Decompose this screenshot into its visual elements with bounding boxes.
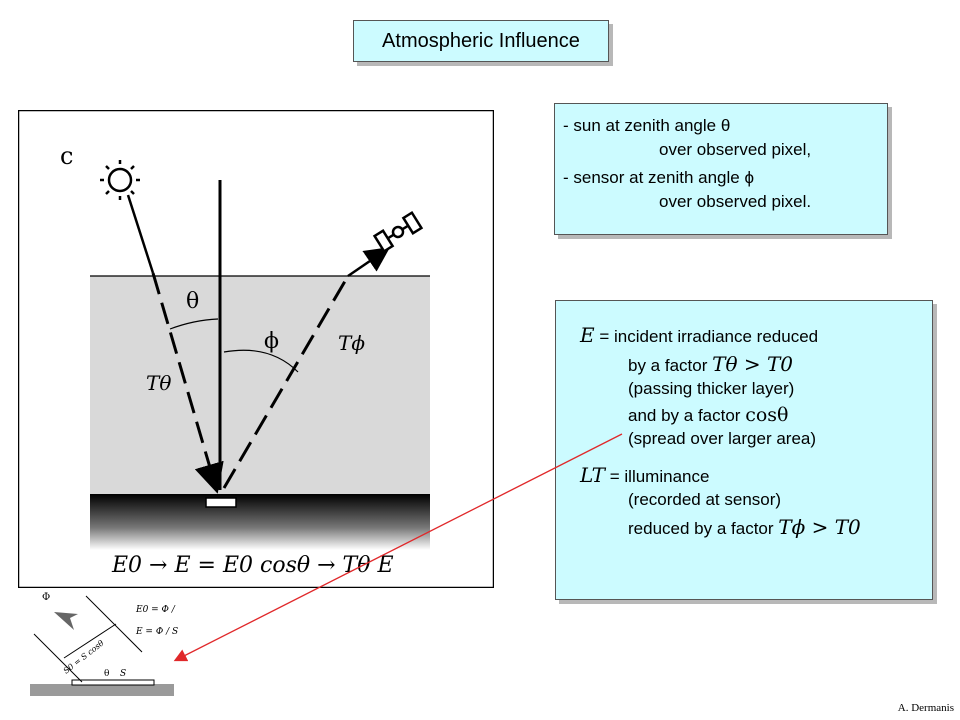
- inset-beam-left: [33, 633, 83, 683]
- e-symbol: E: [580, 323, 595, 347]
- irradiance-box: E = incident irradiance reduced by a fac…: [555, 300, 933, 600]
- sun-icon: [100, 160, 140, 200]
- cos-theta: cosθ: [745, 404, 789, 426]
- inset-beam-right: [85, 595, 143, 653]
- inset-flux-label: Φ: [42, 592, 50, 603]
- theta-label: θ: [186, 289, 199, 314]
- inset-diagram: Φ S0 = S cosθ E0 = Φ / S0 E = Φ / S θ S: [30, 592, 178, 696]
- atmosphere-diagram: c θ ϕ Tθ Tϕ E0 → E = E0 cosθ → Tθ E: [18, 110, 494, 588]
- phi-label: ϕ: [264, 329, 279, 354]
- sun-ray-dashed: [151, 272, 224, 494]
- sensor-angle-line: - sensor at zenith angle ϕ: [563, 168, 754, 187]
- author-credit: A. Dermanis: [897, 702, 954, 714]
- recorded-sensor-text: (recorded at sensor): [628, 490, 782, 509]
- e-definition: = incident irradiance reduced: [599, 327, 819, 346]
- panel-letter: c: [60, 142, 73, 170]
- inset-e0-label: E0 = Φ / S0: [135, 605, 178, 615]
- zenith-angle-box: - sun at zenith angle θ over observed pi…: [554, 103, 888, 235]
- inset-surface-s: [71, 679, 155, 686]
- lt-definition: = illuminance: [609, 467, 710, 486]
- phi-arc: [223, 349, 299, 373]
- t-phi-inequality: Tϕ > T0: [778, 515, 861, 539]
- sun-ray-upper: [126, 194, 155, 274]
- inset-e-label: E = Φ / S: [135, 627, 178, 637]
- inset-flux-arrow-icon: [54, 612, 78, 630]
- ground-surface: [90, 494, 430, 550]
- inset-s0-line: [63, 623, 117, 659]
- sun-pixel-line: over observed pixel,: [659, 140, 812, 159]
- t-phi-label: Tϕ: [338, 331, 365, 355]
- atmosphere-layer: [90, 276, 430, 494]
- t-theta-inequality: Tθ > T0: [712, 352, 794, 376]
- inset-theta-label: θ: [104, 669, 109, 679]
- satellite-icon: [372, 210, 424, 254]
- sensor-ray-upper: [347, 247, 391, 278]
- sensor-pixel-line: over observed pixel.: [659, 192, 812, 211]
- reduced-factor-text: reduced by a factor: [628, 519, 774, 538]
- theta-arc: [169, 318, 219, 330]
- spread-area-text: (spread over larger area): [628, 429, 817, 448]
- inset-ground: [30, 684, 174, 696]
- slide-title: Atmospheric Influence: [353, 20, 609, 62]
- sun-angle-line: - sun at zenith angle θ: [563, 116, 731, 135]
- and-factor-text: and by a factor: [628, 406, 741, 425]
- t-theta-label: Tθ: [146, 371, 171, 395]
- by-factor-text: by a factor: [628, 356, 708, 375]
- connector-arrow: [173, 433, 623, 662]
- pixel-marker: [205, 497, 237, 508]
- inset-s-label: S: [120, 669, 126, 679]
- lt-symbol: LT: [580, 463, 605, 487]
- sensor-ray-dashed: [222, 275, 350, 489]
- passing-layer-text: (passing thicker layer): [628, 379, 795, 398]
